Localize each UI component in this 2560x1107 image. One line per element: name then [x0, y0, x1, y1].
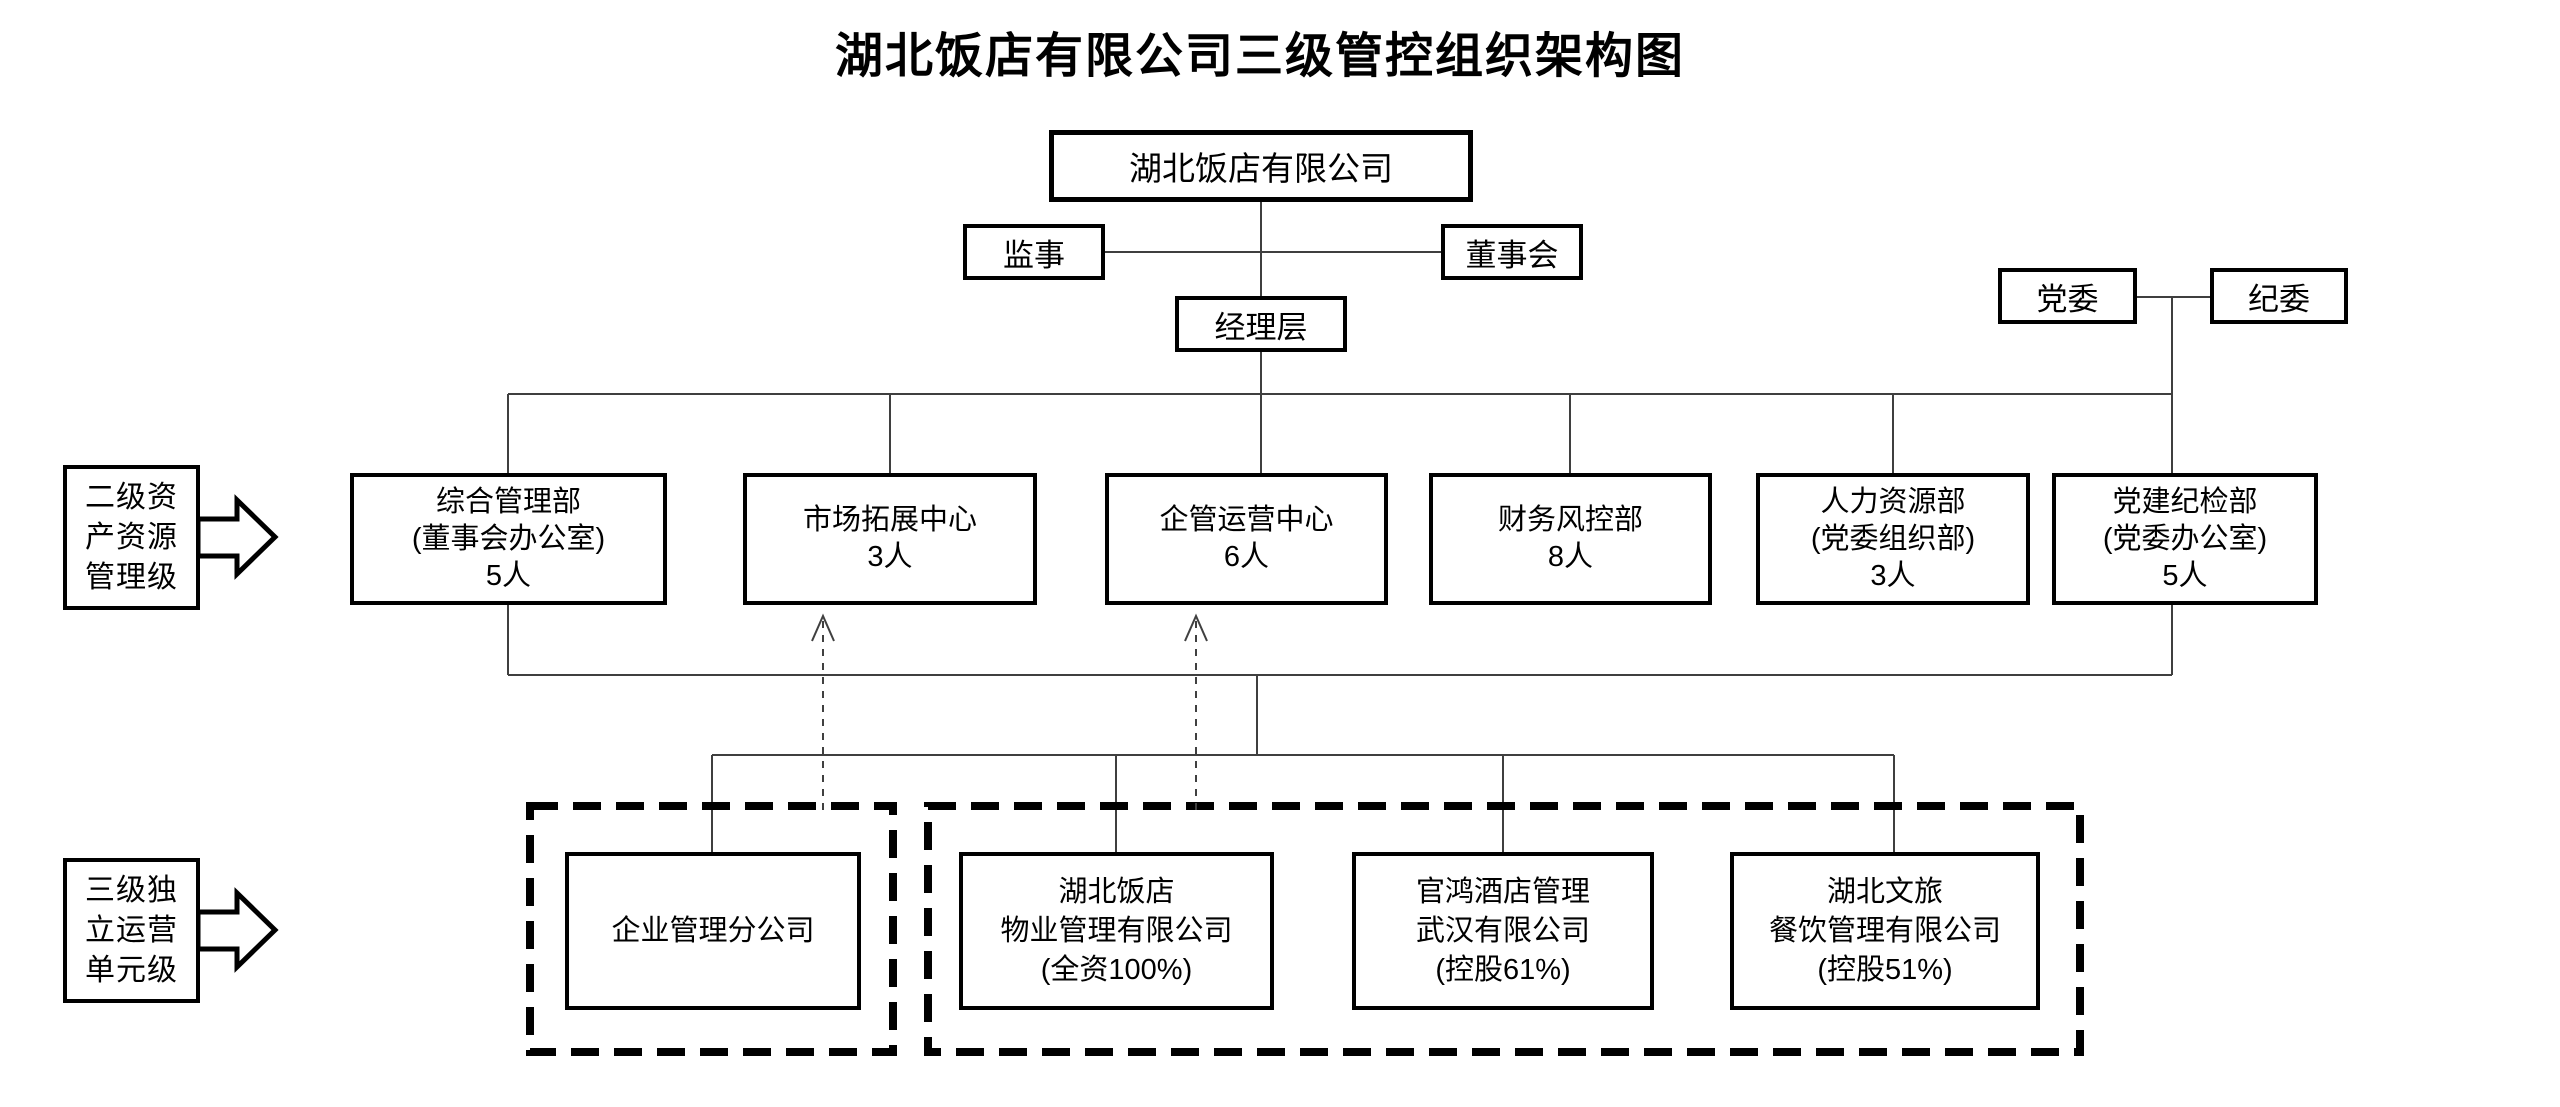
node-finance-risk-control-dept: 财务风控部 8人	[1429, 473, 1712, 605]
node-wenlv-catering-management-company: 湖北文旅 餐饮管理有限公司 (控股51%)	[1730, 852, 2040, 1010]
dept-alias: (党委办公室)	[2102, 522, 2268, 555]
dept-headcount: 3人	[1870, 559, 1916, 592]
node-label: 经理层	[1214, 309, 1308, 345]
node-supervisor: 监事	[963, 224, 1105, 280]
node-label: 纪委	[2248, 281, 2310, 317]
node-enterprise-operation-center: 企管运营中心 6人	[1105, 473, 1388, 605]
dept-headcount: 3人	[867, 541, 913, 573]
node-party-building-discipline-dept: 党建纪检部 (党委办公室) 5人	[2052, 473, 2318, 605]
node-property-management-company: 湖北饭店 物业管理有限公司 (全资100%)	[959, 852, 1274, 1010]
tier-label-line: 立运营	[85, 913, 178, 947]
node-market-expansion-center: 市场拓展中心 3人	[743, 473, 1037, 605]
tier2-side-label: 二级资 产资源 管理级	[63, 465, 200, 610]
node-comprehensive-management-dept: 综合管理部 (董事会办公室) 5人	[350, 473, 667, 605]
company-name: 湖北饭店	[1058, 875, 1175, 908]
dashed-group-subsidiaries	[924, 802, 2084, 1056]
dept-name: 财务风控部	[1497, 504, 1643, 536]
dashed-up-arrows	[811, 613, 1208, 810]
dept-headcount: 5人	[485, 559, 532, 592]
dept-name: 综合管理部	[435, 485, 581, 518]
company-name: 官鸿酒店管理	[1415, 875, 1590, 908]
dept-name: 党建纪检部	[2112, 485, 2258, 518]
up-arrowhead-icon	[811, 613, 835, 642]
tier-block-arrows	[195, 494, 279, 973]
tier-label-line: 管理级	[85, 560, 178, 594]
company-name: 餐饮管理有限公司	[1768, 914, 2001, 947]
dept-headcount: 6人	[1223, 541, 1270, 573]
right-block-arrow-icon	[195, 494, 279, 580]
company-name: 企业管理分公司	[611, 914, 815, 947]
dept-alias: (党委组织部)	[1810, 522, 1976, 555]
node-company-root: 湖北饭店有限公司	[1049, 130, 1473, 202]
dept-name: 人力资源部	[1820, 485, 1966, 518]
tier-label-line: 单元级	[85, 953, 178, 987]
node-enterprise-management-branch: 企业管理分公司	[565, 852, 861, 1010]
dept-name: 市场拓展中心	[802, 504, 977, 536]
dept-headcount: 8人	[1547, 541, 1594, 573]
node-label: 监事	[1003, 237, 1065, 273]
right-block-arrow-icon	[195, 887, 279, 973]
node-label: 湖北饭店有限公司	[1129, 150, 1393, 187]
tier3-side-label: 三级独 立运营 单元级	[63, 858, 200, 1003]
node-board-of-directors: 董事会	[1441, 224, 1583, 280]
tier3-dashed-group-borders	[526, 802, 2084, 1056]
dashed-group-branch	[526, 802, 897, 1056]
node-label: 董事会	[1465, 237, 1559, 273]
company-ownership: (全资100%)	[1040, 953, 1193, 986]
company-ownership: (控股61%)	[1435, 953, 1571, 986]
up-arrowhead-icon	[1184, 613, 1208, 642]
node-party-committee: 党委	[1998, 268, 2137, 324]
company-name: 湖北文旅	[1826, 875, 1943, 908]
node-guanhong-hotel-management-company: 官鸿酒店管理 武汉有限公司 (控股61%)	[1352, 852, 1654, 1010]
company-ownership: (控股51%)	[1817, 953, 1953, 986]
page-title: 湖北饭店有限公司三级管控组织架构图	[834, 30, 1685, 83]
node-management-layer: 经理层	[1175, 296, 1347, 352]
company-name: 物业管理有限公司	[1000, 914, 1233, 947]
tier-label-line: 三级独	[85, 873, 178, 907]
tier-label-line: 二级资	[85, 480, 178, 514]
company-name: 武汉有限公司	[1415, 914, 1590, 947]
tier-label-line: 产资源	[85, 520, 178, 554]
node-discipline-committee: 纪委	[2210, 268, 2348, 324]
node-human-resources-dept: 人力资源部 (党委组织部) 3人	[1756, 473, 2030, 605]
node-label: 党委	[2036, 281, 2099, 317]
dept-headcount: 5人	[2162, 559, 2208, 592]
dept-alias: (董事会办公室)	[411, 522, 606, 555]
dept-name: 企管运营中心	[1159, 504, 1334, 536]
